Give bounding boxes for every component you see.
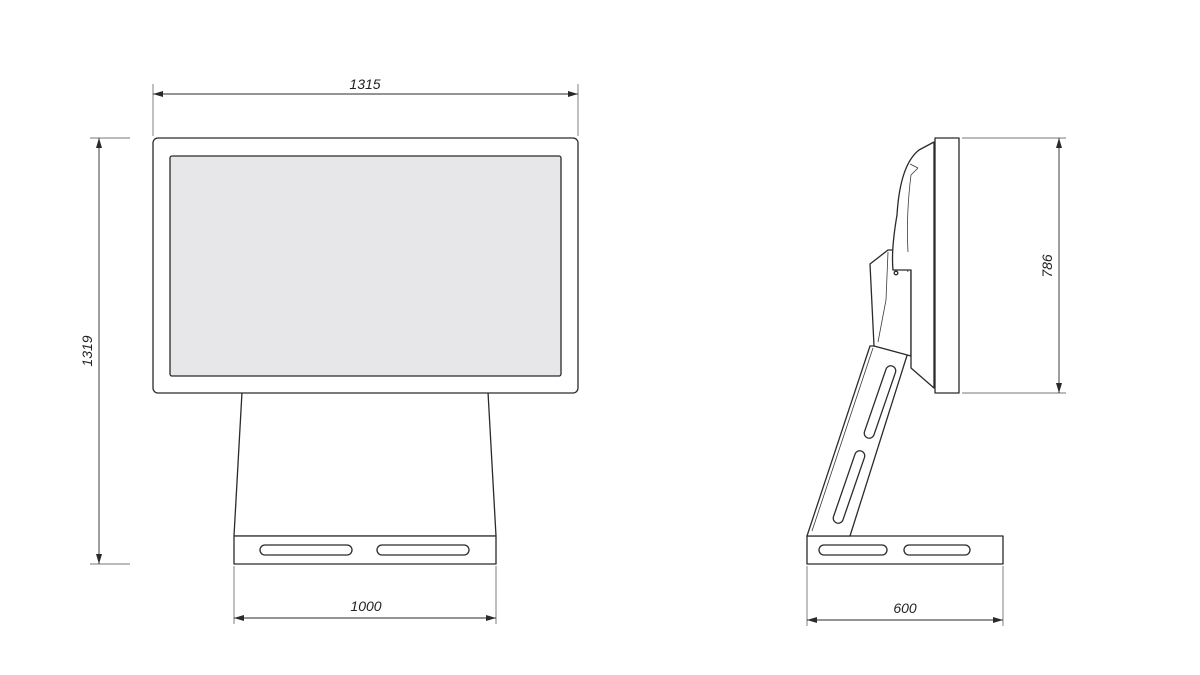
side-monitor-panel bbox=[934, 137, 960, 394]
dimension-side-depth-label: 600 bbox=[893, 600, 917, 616]
dimension-side-height-label: 786 bbox=[1039, 254, 1055, 278]
dimension-front-height-label: 1319 bbox=[79, 335, 95, 366]
dimension-front-height: 1319 bbox=[79, 137, 130, 565]
front-view bbox=[152, 137, 579, 565]
dimension-front-width-label: 1315 bbox=[349, 76, 380, 92]
side-view bbox=[806, 137, 1004, 565]
dimension-side-depth: 600 bbox=[806, 566, 1004, 626]
dimension-base-width-label: 1000 bbox=[350, 598, 381, 614]
front-base-plate bbox=[233, 535, 497, 565]
side-monitor-back-cover bbox=[891, 141, 935, 389]
side-arm-slot-lower bbox=[832, 450, 866, 524]
side-base-plate bbox=[806, 535, 1004, 565]
side-base-slot-right bbox=[903, 544, 971, 556]
side-base-slot-left bbox=[818, 544, 888, 556]
dimension-base-width: 1000 bbox=[233, 566, 497, 624]
dimension-side-height: 786 bbox=[962, 137, 1066, 394]
side-hinge-pin bbox=[893, 270, 899, 276]
front-pedestal bbox=[233, 391, 497, 537]
front-base-slot-right bbox=[376, 544, 470, 556]
front-base-slot-left bbox=[259, 544, 353, 556]
dimension-front-width: 1315 bbox=[152, 76, 579, 136]
front-monitor-screen bbox=[169, 155, 562, 377]
side-arm-slot-upper bbox=[863, 365, 897, 439]
